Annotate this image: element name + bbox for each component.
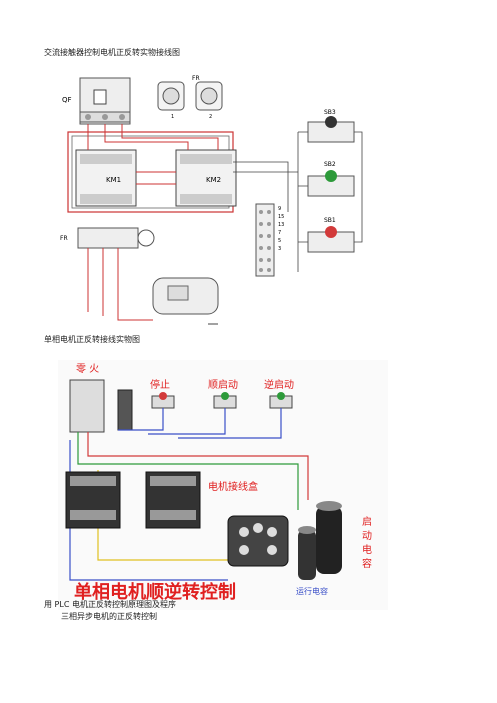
caption-three-phase: 三相异步电机的正反转控制	[61, 612, 157, 621]
caption-figure-2: 单相电机正反转接线实物图	[44, 335, 140, 344]
reverse-button: 逆启动	[264, 378, 294, 409]
start-capacitor	[316, 501, 342, 574]
terminal-7: 7	[278, 230, 281, 236]
terminal-3: 3	[278, 246, 281, 252]
terminal-15: 15	[278, 214, 284, 220]
forward-button: 顺启动	[208, 378, 238, 409]
fr-top-label: FR	[192, 75, 200, 82]
sb3-button: SB3	[307, 109, 355, 143]
qf-label: QF	[62, 96, 72, 104]
motor	[152, 277, 219, 325]
km2-label: KM2	[206, 176, 221, 184]
fr-top: FR 1 2	[157, 75, 223, 120]
contactor-2	[145, 471, 201, 529]
run-cap-label: 运行电容	[296, 586, 328, 596]
stop-label: 停止	[150, 378, 170, 391]
contactor-1	[65, 471, 121, 529]
terminal-9: 9	[278, 206, 281, 212]
terminal-13: 13	[278, 222, 284, 228]
fr-terminal-2: 2	[209, 114, 212, 120]
rev-label: 逆启动	[264, 378, 294, 391]
start-cap-label: 启动电容	[362, 515, 372, 570]
caption-plc: 用 PLC 电机正反转控制原理图及程序	[44, 600, 176, 609]
terminal-strip: 9 15 13 7 5 3	[255, 203, 284, 277]
sb3-label: SB3	[324, 109, 336, 116]
ling-huo-label: 零 火	[76, 363, 99, 375]
fr-lower-relay: FR	[60, 227, 155, 249]
caption-figure-1: 交流接触器控制电机正反转实物接线图	[44, 48, 180, 57]
fwd-label: 顺启动	[208, 378, 238, 391]
figure-1-wiring-diagram: QF FR 1 2 KM1 KM2	[60, 75, 363, 325]
stop-button: 停止	[150, 378, 175, 409]
km1-label: KM1	[106, 176, 121, 184]
motor-junction-box: 电机接线盒	[208, 480, 289, 567]
terminal-5: 5	[278, 238, 281, 244]
sb1-label: SB1	[324, 217, 336, 224]
sb1-button: SB1	[307, 217, 355, 253]
km1-contactor: KM1	[75, 149, 137, 207]
banner-title: 单相电机顺逆转控制	[74, 581, 236, 603]
run-capacitor: 运行电容	[296, 526, 328, 596]
fr-lower-label: FR	[60, 235, 68, 242]
motor-box-label: 电机接线盒	[208, 480, 258, 493]
sb2-label: SB2	[324, 161, 336, 168]
km2-contactor: KM2	[175, 149, 237, 207]
figure-2-single-phase-wiring: 零 火 停止 顺启动 逆启动 电机接线盒	[58, 360, 388, 610]
qf-breaker: QF	[62, 77, 131, 125]
sb2-button: SB2	[307, 161, 355, 197]
fr-terminal-1: 1	[171, 114, 174, 120]
